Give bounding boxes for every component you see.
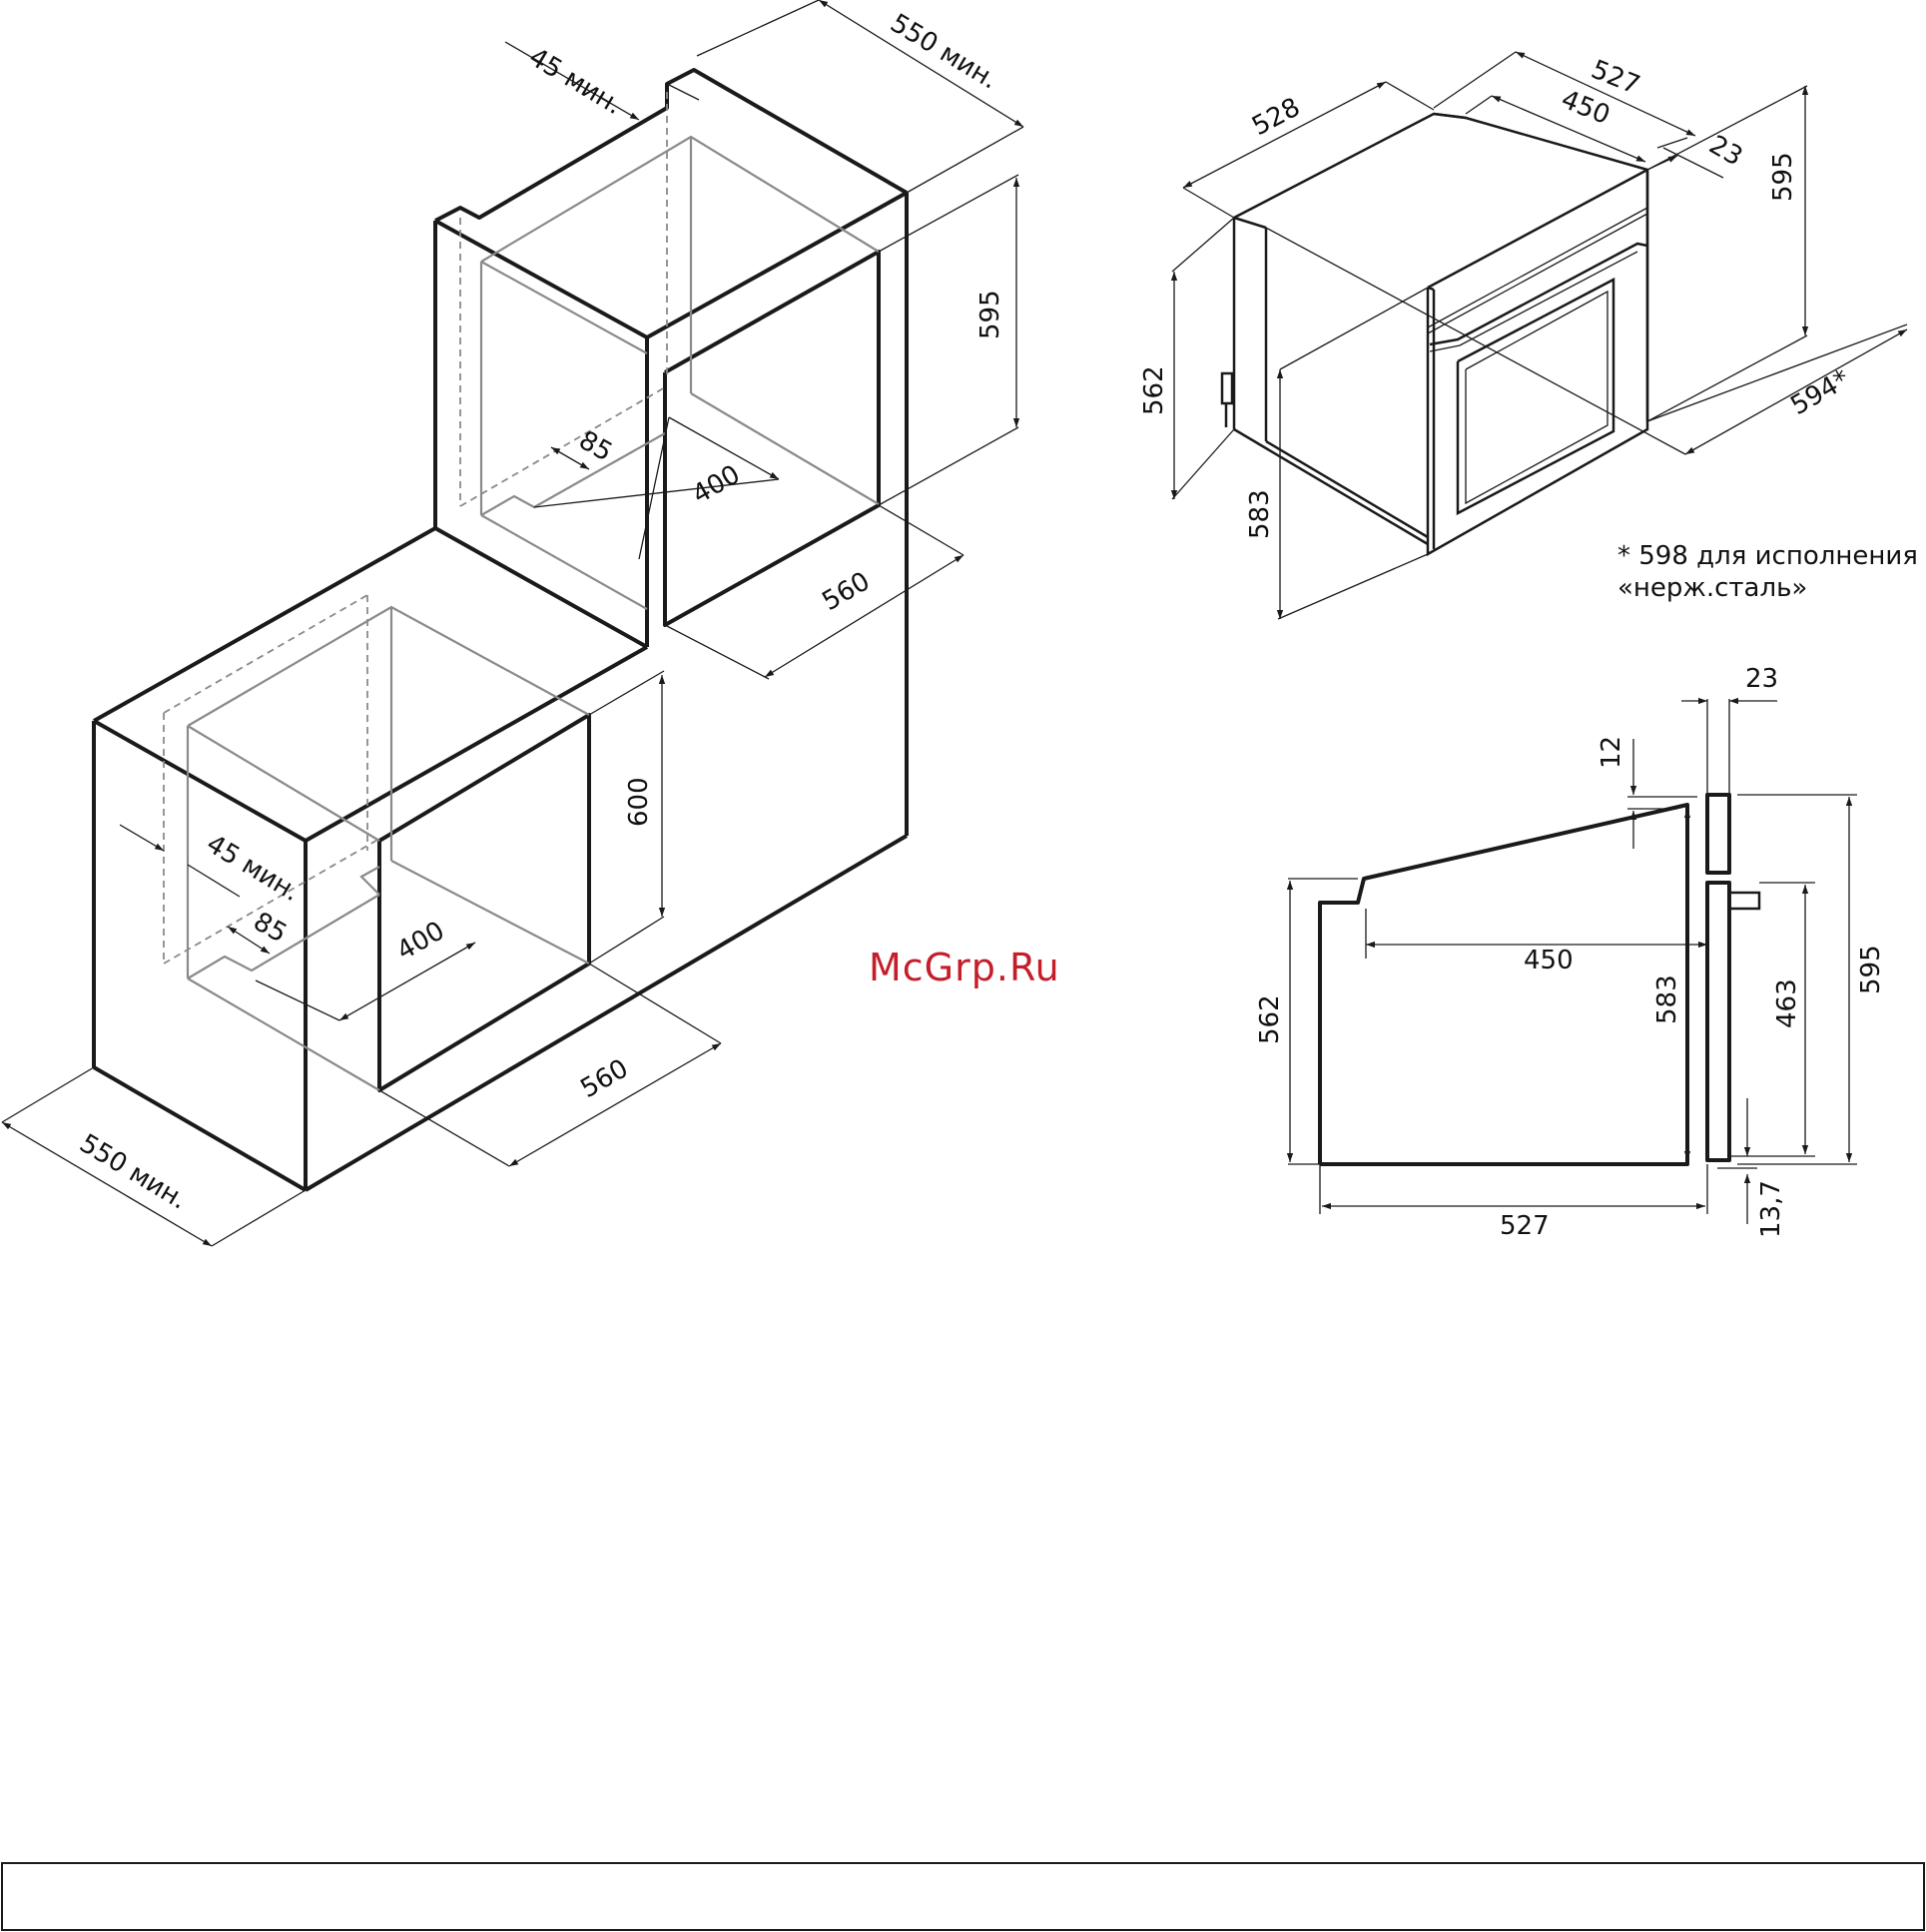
- side-panel-label: 23: [1745, 664, 1778, 694]
- lower-depth-label: 550 мин.: [74, 1128, 192, 1215]
- iso-inner-height-label: 583: [1245, 489, 1275, 539]
- upper-cabinet: [435, 70, 907, 836]
- upper-gap-label: 45 мин.: [523, 42, 627, 121]
- side-body-height-label: 562: [1255, 994, 1285, 1044]
- footnote-line-2: «нерж.сталь»: [1617, 573, 1807, 603]
- upper-vent-width-label: 400: [688, 459, 746, 510]
- side-handle-height-label: 463: [1772, 978, 1802, 1028]
- footnote-line-1: * 598 для исполнения: [1617, 541, 1918, 571]
- lower-width-label: 560: [576, 1053, 634, 1104]
- side-depth-label: 450: [1524, 946, 1574, 975]
- side-total-depth-label: 527: [1500, 1211, 1550, 1241]
- lower-height-label: 600: [624, 777, 654, 827]
- upper-height-label: 595: [975, 290, 1005, 339]
- iso-inner-depth-label: 450: [1557, 85, 1613, 131]
- watermark: McGrp.Ru: [869, 946, 1060, 989]
- side-top-offset-label: 12: [1597, 736, 1626, 769]
- side-inner-height-label: 583: [1652, 974, 1682, 1024]
- lower-vent-width-label: 400: [392, 916, 450, 966]
- left-dimensions: [2, 0, 1023, 1246]
- side-total-height-label: 595: [1856, 945, 1886, 994]
- iso-body-height-label: 562: [1139, 365, 1169, 415]
- upper-vent-depth-label: 85: [574, 425, 618, 468]
- footer-frame: [2, 1863, 1924, 1930]
- iso-height-label: 595: [1768, 152, 1798, 202]
- upper-width-label: 560: [818, 566, 876, 617]
- iso-total-depth-label: 528: [1247, 92, 1305, 142]
- side-bottom-offset-label: 13,7: [1756, 1180, 1786, 1238]
- lower-gap-label: 45 мин.: [201, 829, 305, 908]
- iso-top-depth-label: 527: [1587, 55, 1643, 101]
- lower-vent-depth-label: 85: [249, 907, 293, 950]
- iso-width-label: 594*: [1786, 364, 1855, 421]
- iso-oven: [1172, 52, 1907, 619]
